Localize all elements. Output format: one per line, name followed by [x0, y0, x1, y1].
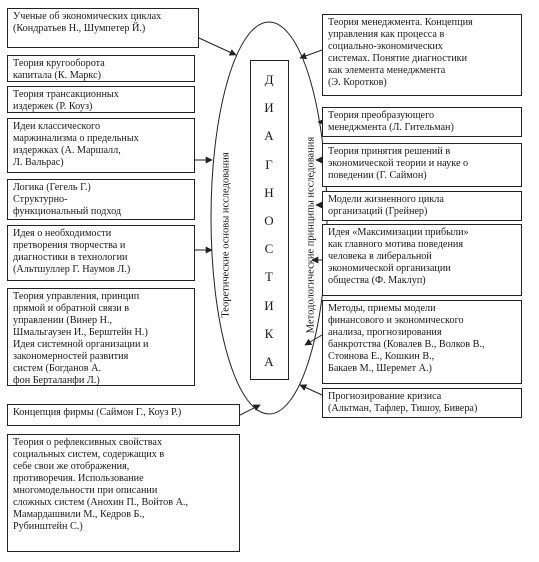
left-box-control-theory: Теория управления, принцип прямой и обра… [7, 288, 195, 386]
left-box-firm-concept: Концепция фирмы (Саймон Г., Коуз Р.) [7, 404, 240, 426]
diagnostics-letter: И [264, 297, 274, 313]
diagnostics-frame [250, 60, 289, 380]
right-connector-6 [304, 334, 323, 346]
diagnostics-letter: Д [264, 72, 274, 87]
diagnostics-letter: С [264, 241, 274, 257]
right-box-crisis-forecasting: Прогнозирование кризиса (Альтман, Тафлер… [322, 388, 522, 418]
left-connector-4 [239, 404, 261, 416]
left-box-marginalism: Идеи классического маржинализма о предел… [7, 118, 195, 173]
right-box-decision-theory: Теория принятия решений в экономической … [322, 143, 522, 187]
left-connector-1 [198, 37, 237, 56]
left-box-capital-circulation: Теория кругооборота капитала (К. Маркс) [7, 55, 195, 82]
diagnostics-letter: А [264, 128, 274, 144]
diagnostics-letter: К [264, 325, 274, 341]
right-connector-1 [299, 49, 323, 60]
right-box-financial-analysis: Методы, приемы модели финансового и экон… [322, 300, 522, 384]
diagnostics-letter: Г [265, 156, 273, 172]
methodological-principles-label: Методологические принципы исследования [305, 136, 317, 334]
theoretical-basis-label: Теоретические основы исследования [220, 152, 232, 318]
diagnostics-letter: О [264, 213, 274, 228]
right-box-transformative-management: Теория преобразующего менеджмента (Л. Ги… [322, 107, 522, 137]
left-box-economic-cycles: Ученые об экономических циклах (Кондрать… [7, 8, 199, 48]
left-box-creativity-technology: Идея о необходимости претворения творчес… [7, 225, 195, 281]
right-connector-7 [299, 384, 323, 396]
diagnostics-letter: И [264, 100, 274, 116]
right-box-management-theory: Теория менеджмента. Концепция управления… [322, 14, 522, 96]
diagnostics-letter: Т [265, 269, 273, 285]
diagnostics-letter: Н [264, 184, 274, 200]
right-box-profit-maximization: Идея «Максимизации прибыли» как главного… [322, 224, 522, 296]
right-box-life-cycle-models: Модели жизненного цикла организаций (Гре… [322, 191, 522, 221]
left-box-logic: Логика (Гегель Г.) Структурно- функциона… [7, 179, 195, 220]
diagnostics-letter: А [264, 354, 274, 369]
left-box-reflexive-systems: Теория о рефлексивных свойствах социальн… [7, 434, 240, 552]
left-box-transaction-costs: Теория трансакционных издержек (Р. Коуз) [7, 86, 195, 113]
